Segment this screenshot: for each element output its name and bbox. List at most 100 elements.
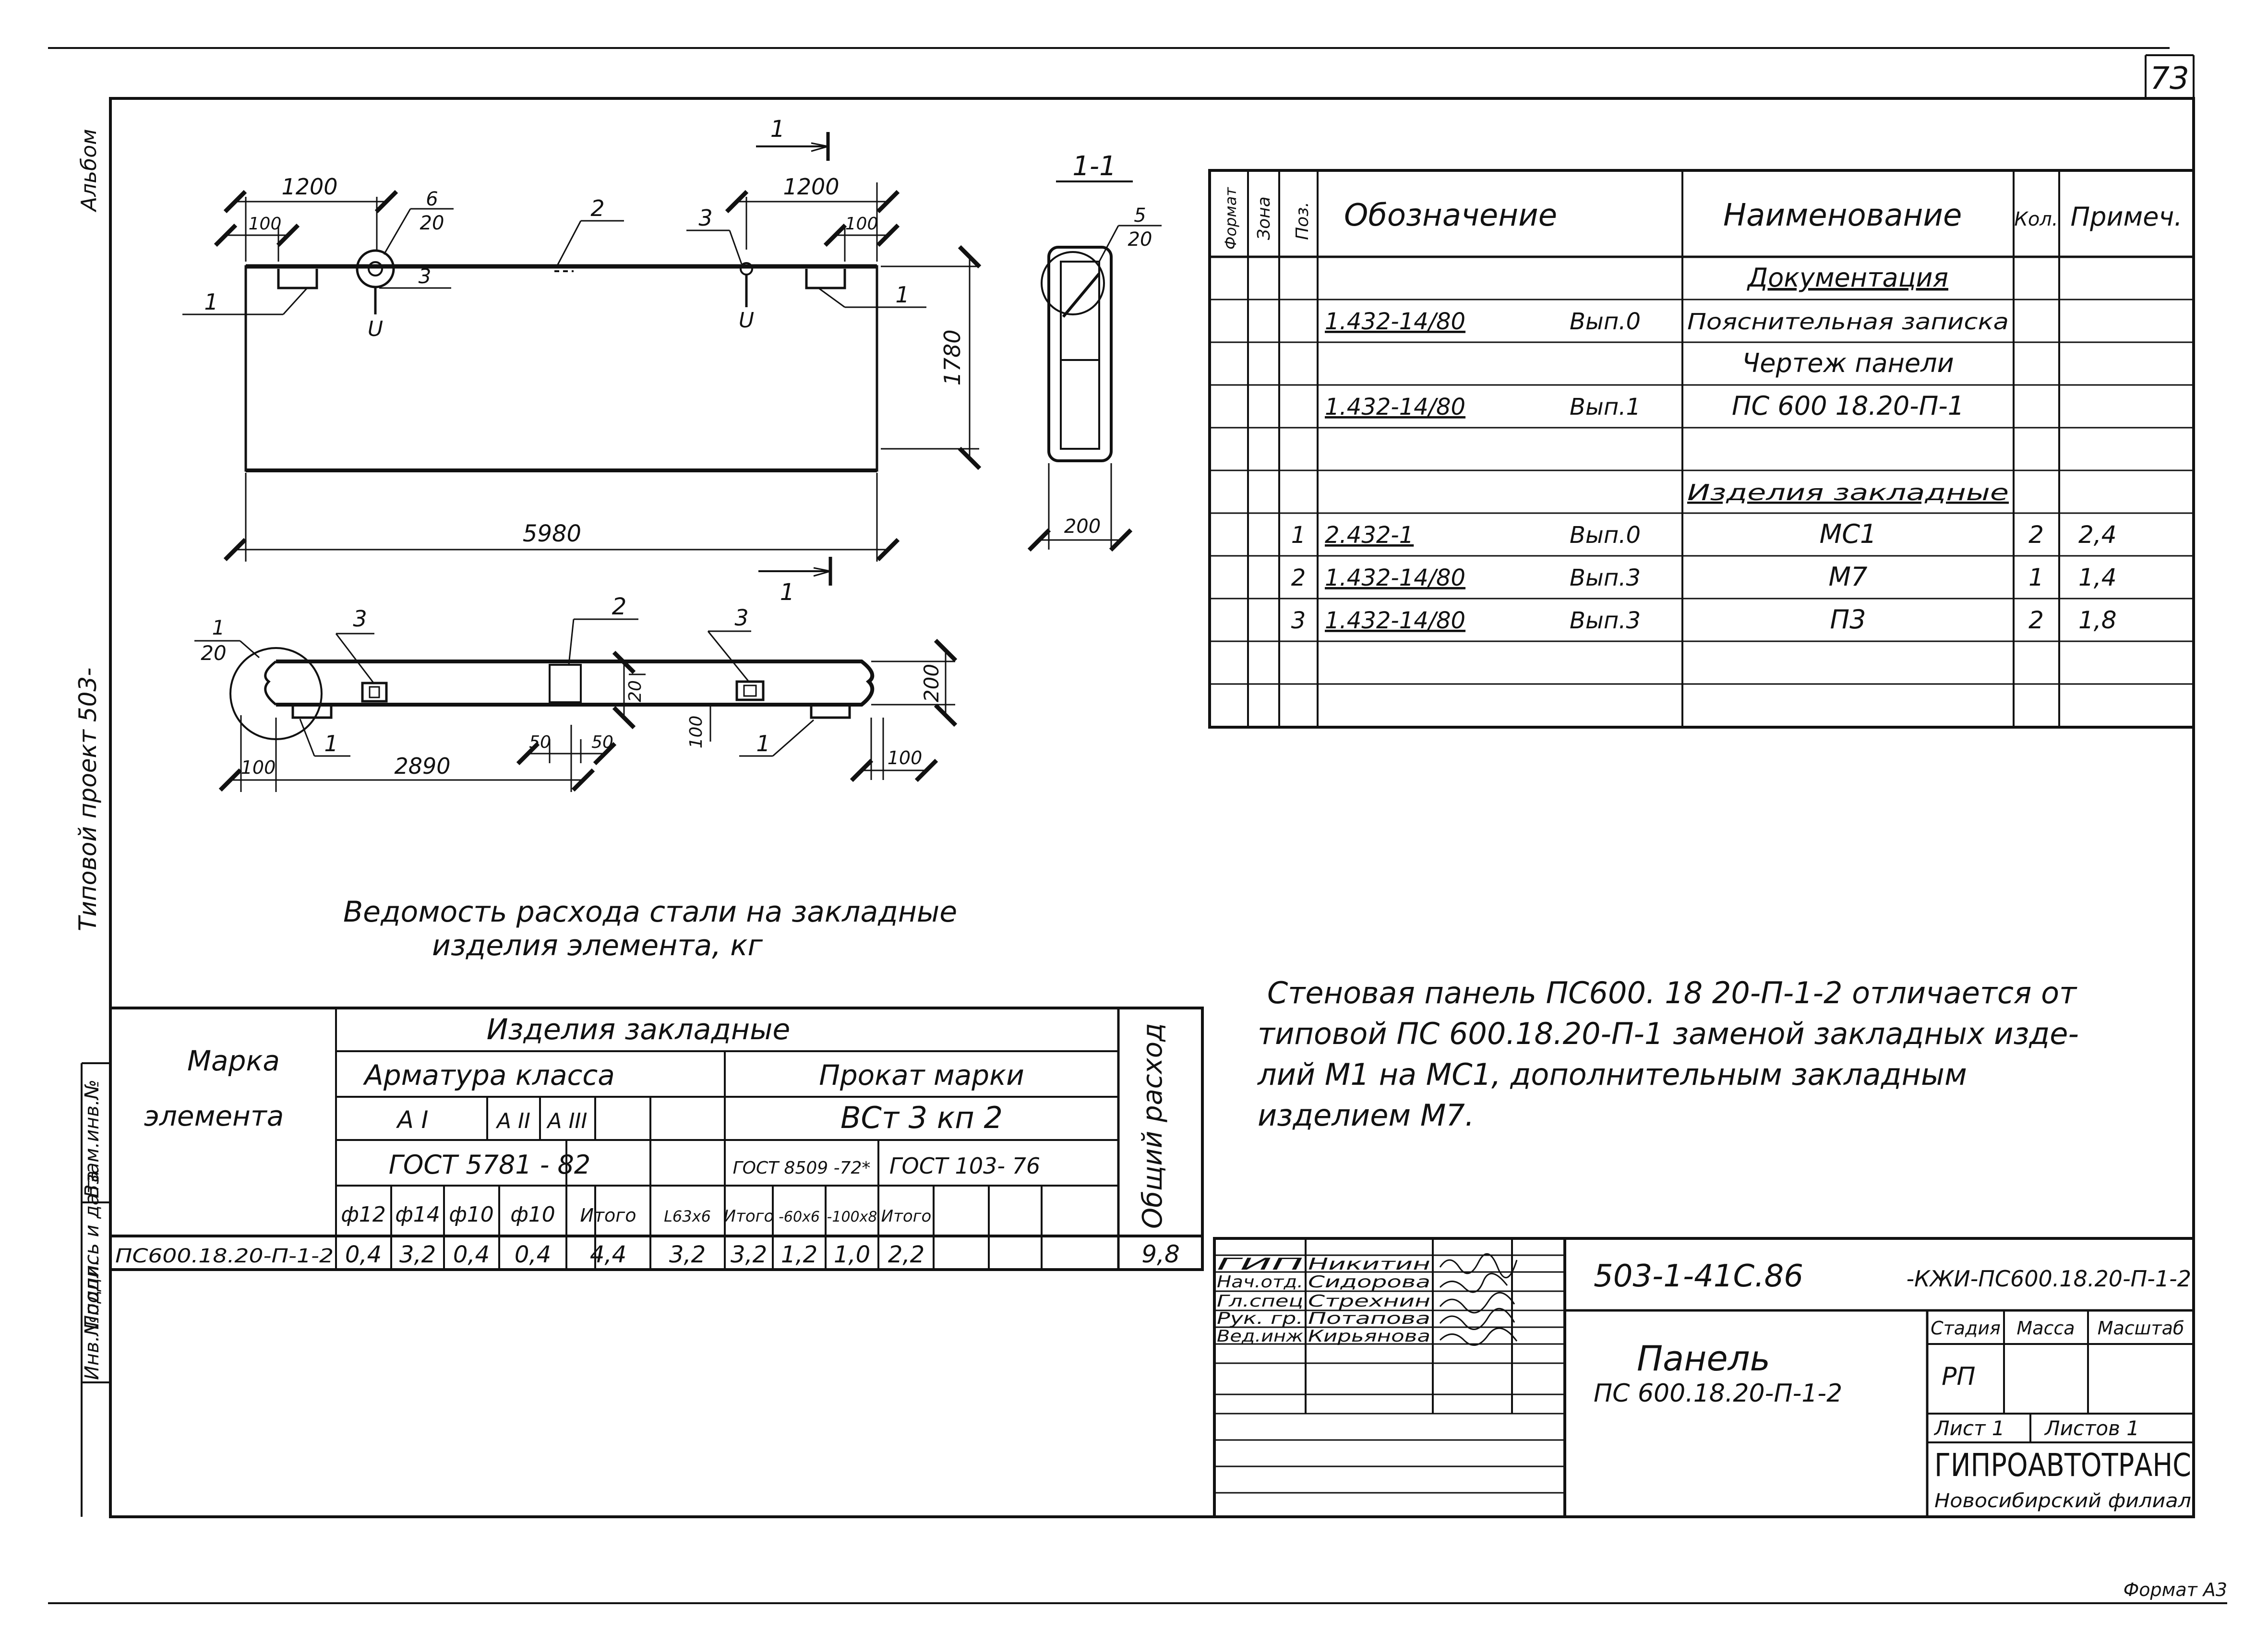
tb-doc-code: -КЖИ-ПС600.18.20-П-1-2 [1906,1266,2191,1292]
tb-role: Гл.спец [1217,1292,1303,1311]
spec-cell-qty: 2 [2028,521,2044,549]
spec-cell-code: 1.432-14/80 [1325,564,1465,591]
steel-class-a1: А I [396,1106,429,1134]
tb-stage: РП [1942,1362,1975,1391]
tb-stage-label: Стадия [1931,1318,2001,1339]
top-label-3-right: 3 [734,605,748,631]
spec-header-name: Наименование [1723,198,1962,233]
steel-subheader: ф12 [341,1202,386,1227]
steel-title-line2: изделия элемента, кг [432,929,763,962]
spec-header-zone: Зона [1254,196,1274,240]
steel-row-total: 9,8 [1141,1240,1180,1268]
top-dim-100-right: 100 [888,747,923,768]
steel-gost-arm: ГОСТ 5781 - 82 [389,1150,590,1180]
steel-row-value: 3,2 [399,1241,436,1268]
plan-dim-1200-left: 1200 [281,174,337,200]
top-view: 1 20 3 2 3 1 1 20 200 100 100 2890 [194,593,958,792]
spec-cell-note: 1,8 [2078,606,2117,634]
section-1-1-view: 1-1 5 20 200 [1027,151,1162,552]
spec-header-format: Формат [1222,187,1240,250]
plan-label-1-right: 1 [895,282,909,308]
spec-header-designation: Обозначение [1344,198,1557,233]
note-line: лий М1 на МС1, дополнительным закладным [1257,1057,1967,1092]
plan-callout-6-num: 6 [426,188,438,210]
steel-row-value: 0,4 [453,1241,490,1268]
tb-person: Стрехнин [1308,1292,1430,1311]
plan-dim-100-left: 100 [249,214,282,234]
top-label-1-left: 1 [324,731,338,756]
format-label: Формат А3 [2124,1579,2227,1600]
steel-group-title: Изделия закладные [487,1013,791,1046]
spec-header-note: Примеч. [2070,202,2182,232]
steel-row-mark: ПС600.18.20-П-1-2 [115,1245,334,1267]
plan-label-3-right: 3 [698,205,712,231]
top-dim-2890: 2890 [394,753,450,779]
top-dim-200: 200 [920,664,943,702]
tb-sheet: Лист 1 [1933,1416,2005,1440]
steel-col-mark: Марка [187,1044,280,1077]
side-field-inv: Инв.№подл. [81,1260,103,1380]
top-label-3-left: 3 [353,606,367,632]
spec-cell-name: Изделия закладные [1687,480,2009,505]
steel-table: Ведомость расхода стали на закладные изд… [109,895,1204,1271]
plan-label-3-left: 3 [419,264,432,288]
steel-class-a2: А II [495,1109,530,1133]
side-album-stamp: Альбом [77,129,101,213]
plan-label-1-left: 1 [204,289,218,315]
note-line: типовой ПС 600.18.20-П-1 заменой закладн… [1258,1016,2079,1051]
steel-row-value: 3,2 [731,1241,767,1268]
specification-table: Формат Зона Поз. Обозначение Наименовани… [1208,169,2195,729]
tb-sheets: Листов 1 [2044,1416,2139,1440]
spec-cell-name: МС1 [1820,519,1877,549]
plan-hook-left: U [368,317,383,341]
plan-dim-1200-right: 1200 [783,174,839,200]
tb-person: Кирьянова [1308,1327,1430,1346]
spec-cell-code: 1.432-14/80 [1325,308,1465,335]
note-text: Стеновая панель ПС600. 18 20-П-1-2 отлич… [1257,975,2079,1133]
steel-row-value: 0,4 [515,1241,551,1268]
top-label-1-right: 1 [756,731,770,756]
spec-cell-qty: 2 [2028,606,2044,634]
top-dim-50-right: 50 [591,732,613,752]
spec-cell-code: 2.432-1 [1325,522,1414,549]
section-callout-den: 20 [1128,228,1152,251]
sheet-frame: 73 Формат А3 [48,47,2227,1604]
steel-subheader: ф14 [395,1202,440,1227]
section-dim-200: 200 [1064,516,1101,538]
spec-cell-vyp: Вып.3 [1570,564,1641,591]
spec-header-pos: Поз. [1293,202,1312,240]
steel-row-value: 1,0 [834,1241,870,1268]
spec-cell-qty: 1 [2028,564,2044,591]
top-dim-50-left: 50 [529,732,551,752]
tb-mass-label: Масса [2016,1318,2075,1339]
spec-cell-name: ПС 600 18.20-П-1 [1732,391,1964,421]
plan-dim-5980: 5980 [523,520,581,547]
section-callout-num: 5 [1134,204,1146,227]
section-mark-top: 1 [770,116,785,143]
tb-person: Сидорова [1308,1272,1430,1292]
tb-code: 503-1-41С.86 [1594,1259,1803,1294]
plan-callout-6-den: 20 [420,212,444,234]
spec-cell-vyp: Вып.0 [1570,308,1641,335]
spec-cell-name: Пояснительная записка [1687,309,2009,335]
steel-gost-prokat2: ГОСТ 103- 76 [889,1153,1040,1179]
plan-dim-1780: 1780 [939,329,965,385]
spec-cell-name: М7 [1829,562,1868,592]
steel-subheader: Итого [580,1205,636,1226]
tb-org: ГИПРОАВТОТРАНС [1934,1447,2191,1484]
side-field-vzam: Взам.инв.№ [81,1080,103,1198]
sheet-number: 73 [2150,61,2189,96]
plan-label-2: 2 [590,195,604,221]
side-field-sign: Подпись и дата [81,1171,103,1330]
tb-role: Нач.отд. [1217,1272,1303,1292]
section-title: 1-1 [1072,151,1116,182]
spec-cell-vyp: Вып.0 [1570,522,1641,549]
top-label-2: 2 [612,593,627,620]
steel-title-line1: Ведомость расхода стали на закладные [343,895,957,929]
steel-subheader: L63x6 [664,1207,711,1225]
steel-col-mark2: элемента [144,1100,284,1132]
side-strip: Инв.№подл. Подпись и дата Взам.инв.№ Тип… [74,129,110,1517]
steel-gost-prokat1: ГОСТ 8509 -72* [733,1158,871,1178]
